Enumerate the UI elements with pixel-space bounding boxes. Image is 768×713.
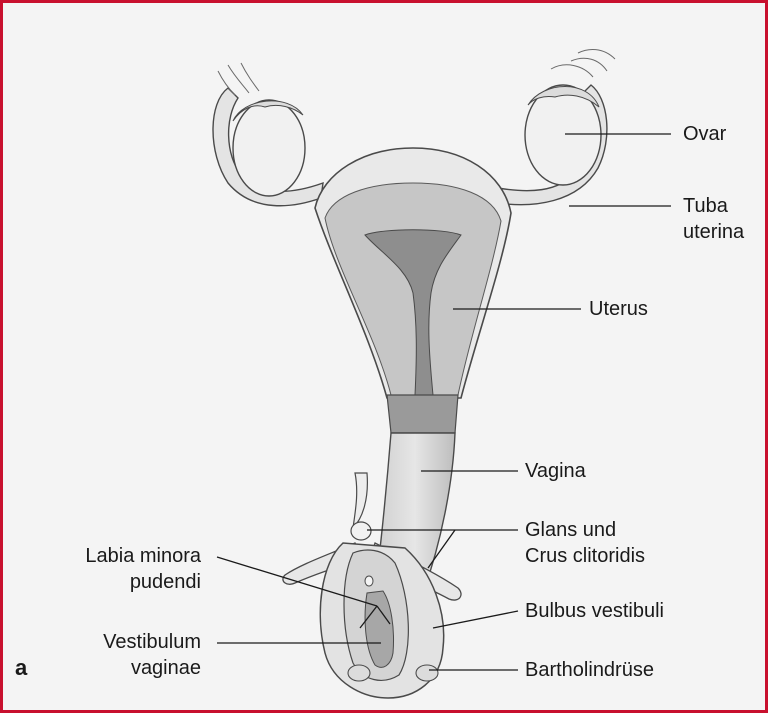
label-labia-minora: Labia minora pudendi (85, 545, 201, 593)
label-glans-crus: Glans und Crus clitoridis (525, 519, 646, 567)
leader-labia-1 (216, 556, 378, 607)
leader-labia-3 (359, 605, 378, 629)
vestibulum-vaginae (364, 590, 394, 668)
label-uterus: Uterus (589, 298, 648, 320)
label-tuba-uterina: Tuba uterina (683, 195, 745, 243)
right-bartholin-gland (415, 664, 439, 682)
right-ovary (524, 84, 602, 186)
uterine-cavity (364, 229, 462, 396)
label-vestibulum-vaginae: Vestibulum vaginae (103, 631, 201, 679)
urethral-orifice (364, 575, 374, 587)
label-bartholindruese: Bartholindrüse (525, 659, 654, 681)
cervix (386, 394, 459, 434)
left-ovary (232, 99, 306, 197)
left-fimbriae (217, 62, 260, 96)
panel-letter: a (15, 655, 28, 680)
leader-glans-2 (427, 529, 456, 569)
glans-tip (350, 521, 372, 541)
right-ovary-cap (527, 86, 600, 108)
anatomy-illustration (212, 49, 671, 699)
leader-bulbus (432, 610, 519, 629)
leader-labia-2 (376, 605, 391, 625)
left-bartholin-gland (347, 664, 371, 682)
label-vagina: Vagina (525, 460, 586, 482)
label-ovar: Ovar (683, 123, 727, 145)
leader-lines (216, 133, 671, 671)
label-bulbus-vestibuli: Bulbus vestibuli (525, 600, 664, 622)
left-ovary-cap (232, 100, 304, 122)
right-fimbriae (550, 49, 616, 78)
glans-clitoridis (352, 472, 368, 530)
